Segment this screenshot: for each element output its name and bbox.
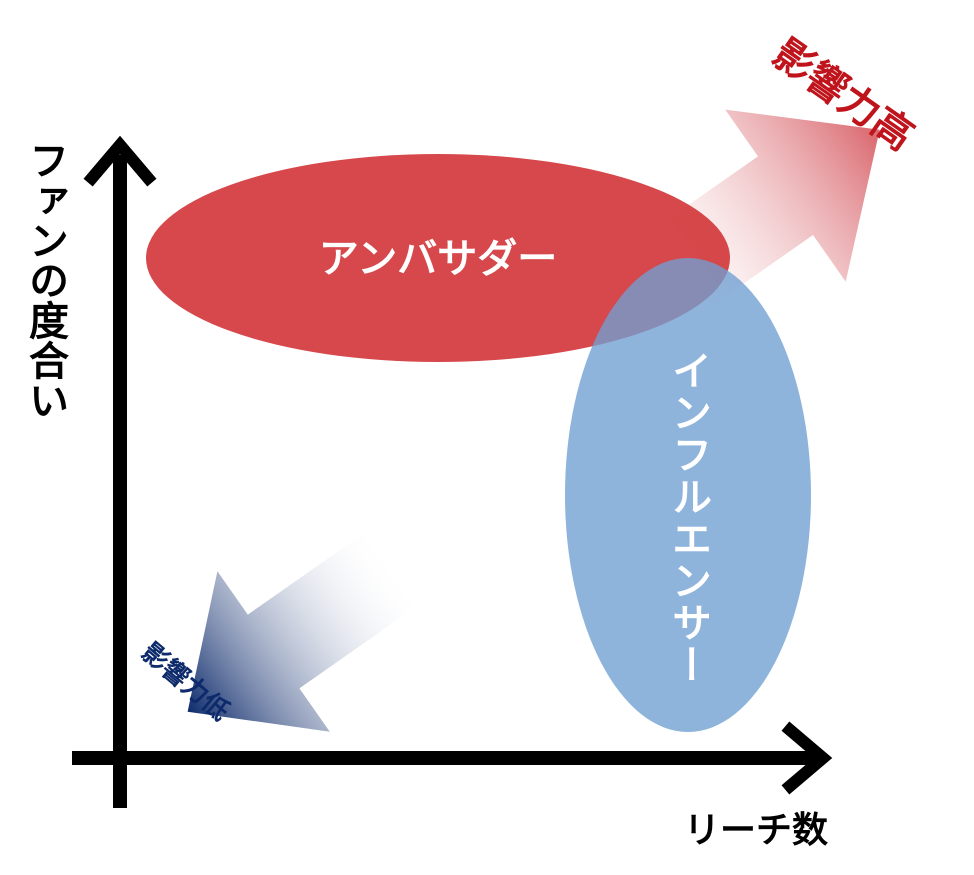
y-axis-label: ファンの度合い <box>22 140 69 420</box>
influencer-region <box>565 258 811 732</box>
ambassador-label: アンバサダー <box>319 236 557 282</box>
low-influence-arrow <box>187 528 423 732</box>
x-axis-label: リーチ数 <box>684 810 828 851</box>
y-axis <box>83 135 157 808</box>
influencer-label: インフルエンサー <box>665 350 711 686</box>
x-axis <box>72 721 833 795</box>
ambassador-region <box>146 154 730 362</box>
